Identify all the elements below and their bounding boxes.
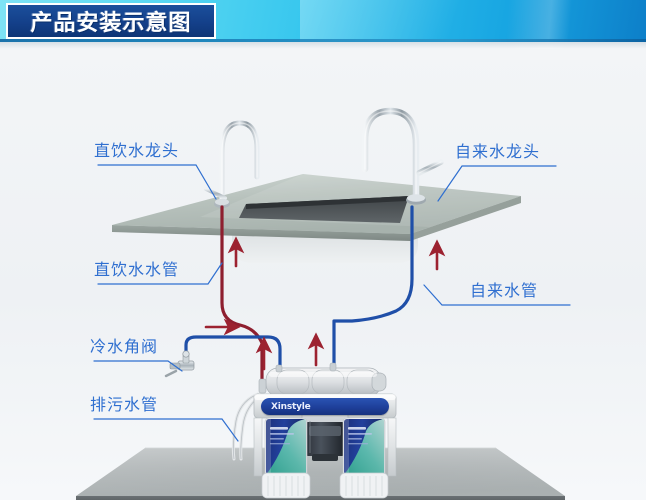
header-gradient-sheen <box>300 0 646 42</box>
page-header: 产品安装示意图 <box>0 0 646 56</box>
leader-tap-water-faucet <box>437 165 557 202</box>
filter-canister-left <box>261 417 311 499</box>
leader-tap-water-pipe <box>423 284 571 306</box>
brand-badge: Xinstyle <box>261 398 389 415</box>
pure-water-faucet <box>204 120 260 208</box>
leader-drain-pipe <box>93 418 239 442</box>
diagram-artwork <box>76 107 571 500</box>
water-purifier-unit <box>253 362 397 499</box>
tap-water-faucet <box>361 107 444 205</box>
label-cold-water-valve: 冷水角阀 <box>90 339 158 357</box>
cartridge-cap <box>371 372 387 392</box>
label-pure-water-pipe-text: 直饮水水管 <box>94 260 180 279</box>
countertop <box>112 174 521 241</box>
label-tap-water-faucet-text: 自来水龙头 <box>455 142 541 161</box>
label-tap-water-faucet: 自来水龙头 <box>455 144 540 162</box>
unit-rail-right <box>387 417 397 477</box>
unit-rail-left <box>253 417 263 477</box>
tap-water-riser-line <box>332 205 414 387</box>
label-drain-pipe-text: 排污水管 <box>90 395 159 414</box>
tap-water-supply-line <box>184 335 282 389</box>
label-tap-water-pipe: 自来水管 <box>470 283 538 301</box>
label-drain-pipe: 排污水管 <box>90 397 158 415</box>
label-pure-water-pipe: 直饮水水管 <box>94 262 179 280</box>
cold-water-angle-valve <box>164 350 195 378</box>
header-shadow <box>0 42 646 49</box>
leader-pure-water-pipe <box>97 262 223 285</box>
brand-badge-text: Xinstyle <box>271 401 311 412</box>
label-pure-water-faucet-text: 直饮水龙头 <box>94 141 180 160</box>
leader-cold-water-valve <box>93 360 183 372</box>
label-leader-lines <box>93 164 571 442</box>
page-title-block: 产品安装示意图 <box>6 3 216 39</box>
leader-pure-water-faucet <box>97 164 217 200</box>
diagram-scene: 直饮水龙头 自来水龙头 直饮水水管 自来水管 冷水角阀 排污水管 Xinstyl… <box>0 49 646 500</box>
filter-canister-right <box>339 417 389 499</box>
floor-slab <box>76 447 565 500</box>
label-pure-water-faucet: 直饮水龙头 <box>94 143 179 161</box>
top-fittings <box>258 362 337 394</box>
label-cold-water-valve-text: 冷水角阀 <box>90 337 159 356</box>
page-title: 产品安装示意图 <box>30 11 192 36</box>
header-bottom-rule <box>0 39 646 42</box>
label-tap-water-pipe-text: 自来水管 <box>470 281 539 300</box>
cartridge-row <box>265 367 387 397</box>
flow-arrows <box>204 236 446 371</box>
